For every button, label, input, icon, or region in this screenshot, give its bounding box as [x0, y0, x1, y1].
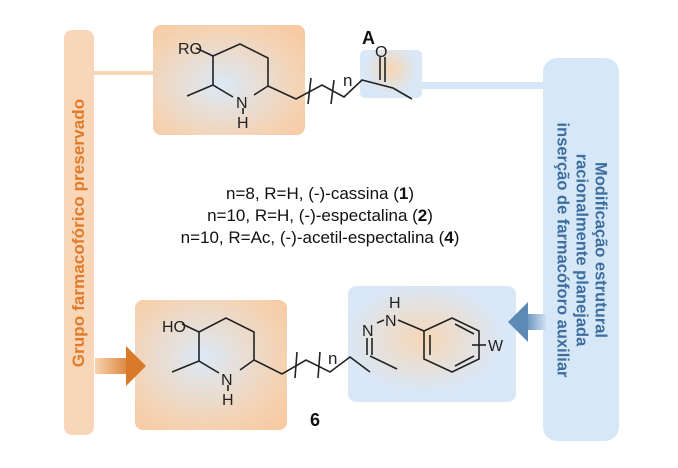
- orange-arrow-icon: [95, 346, 146, 386]
- hydrazone-N: N: [362, 323, 374, 340]
- piperidine-highlight-bottom: [135, 300, 287, 430]
- arylhydrazone-highlight: [348, 286, 516, 402]
- piperidine-highlight-top: [153, 25, 305, 135]
- compound-item: n=10, R=Ac, (-)-acetil-espectalina (4): [180, 228, 460, 247]
- orange-connector: [94, 71, 154, 75]
- structural-modification-banner: Modificação estrutural racionalmente pla…: [543, 58, 619, 441]
- substituent-HO: HO: [162, 319, 186, 336]
- compound-item: n=8, R=H, (-)-cassina (1): [225, 184, 415, 203]
- hydrazone-NH-N: N: [385, 313, 397, 330]
- carbonyl-O: O: [375, 44, 387, 61]
- repeat-n-A: n: [343, 71, 352, 90]
- structure-label-6: 6: [310, 410, 321, 430]
- preserved-pharmacophore-banner: Grupo farmacofórico preservado: [64, 30, 94, 435]
- repeat-n-6: n: [328, 349, 337, 368]
- ring-N-A: N: [236, 95, 248, 112]
- compound-list: n=8, R=H, (-)-cassina (1) n=10, R=H, (-)…: [150, 183, 490, 249]
- structure-label-A: A: [362, 28, 375, 48]
- compound-item: n=10, R=H, (-)-espectalina (2): [207, 206, 433, 225]
- blue-arrow-icon: [508, 302, 546, 342]
- structure-6: [171, 317, 486, 391]
- ring-H-A: H: [237, 115, 249, 132]
- substituent-RO: RO: [178, 41, 202, 58]
- structure-A: [186, 43, 413, 114]
- hydrazone-NH-H: H: [389, 295, 401, 312]
- aryl-substituent-W: W: [488, 338, 504, 355]
- blue-connector: [418, 82, 544, 89]
- ketone-highlight: [360, 50, 422, 98]
- ring-N-6: N: [221, 372, 233, 389]
- ring-H-6: H: [222, 392, 234, 409]
